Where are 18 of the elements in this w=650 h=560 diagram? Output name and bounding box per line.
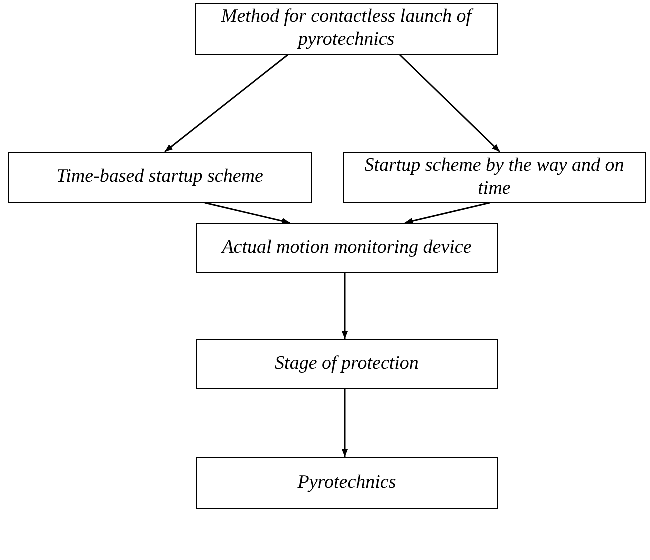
box-label: Method for contactless launch of pyrotechnics [220,6,475,52]
arrow [204,202,290,224]
arrow [342,273,348,339]
process-box [196,457,498,509]
process-box [8,152,312,203]
box-label: Pyrotechnics [298,472,396,494]
box-label: Time-based startup scheme [56,166,264,189]
box-label: Actual motion monitoring device [222,236,472,260]
process-box [195,3,498,55]
box-label: Stage of protection [275,352,419,376]
arrow [404,202,490,224]
box-label: Startup scheme by the way and on time [364,154,626,200]
process-box [343,152,646,203]
arrow [164,54,288,153]
process-box [196,223,498,273]
arrow [342,389,348,457]
process-box [196,339,498,389]
arrow [399,54,501,153]
